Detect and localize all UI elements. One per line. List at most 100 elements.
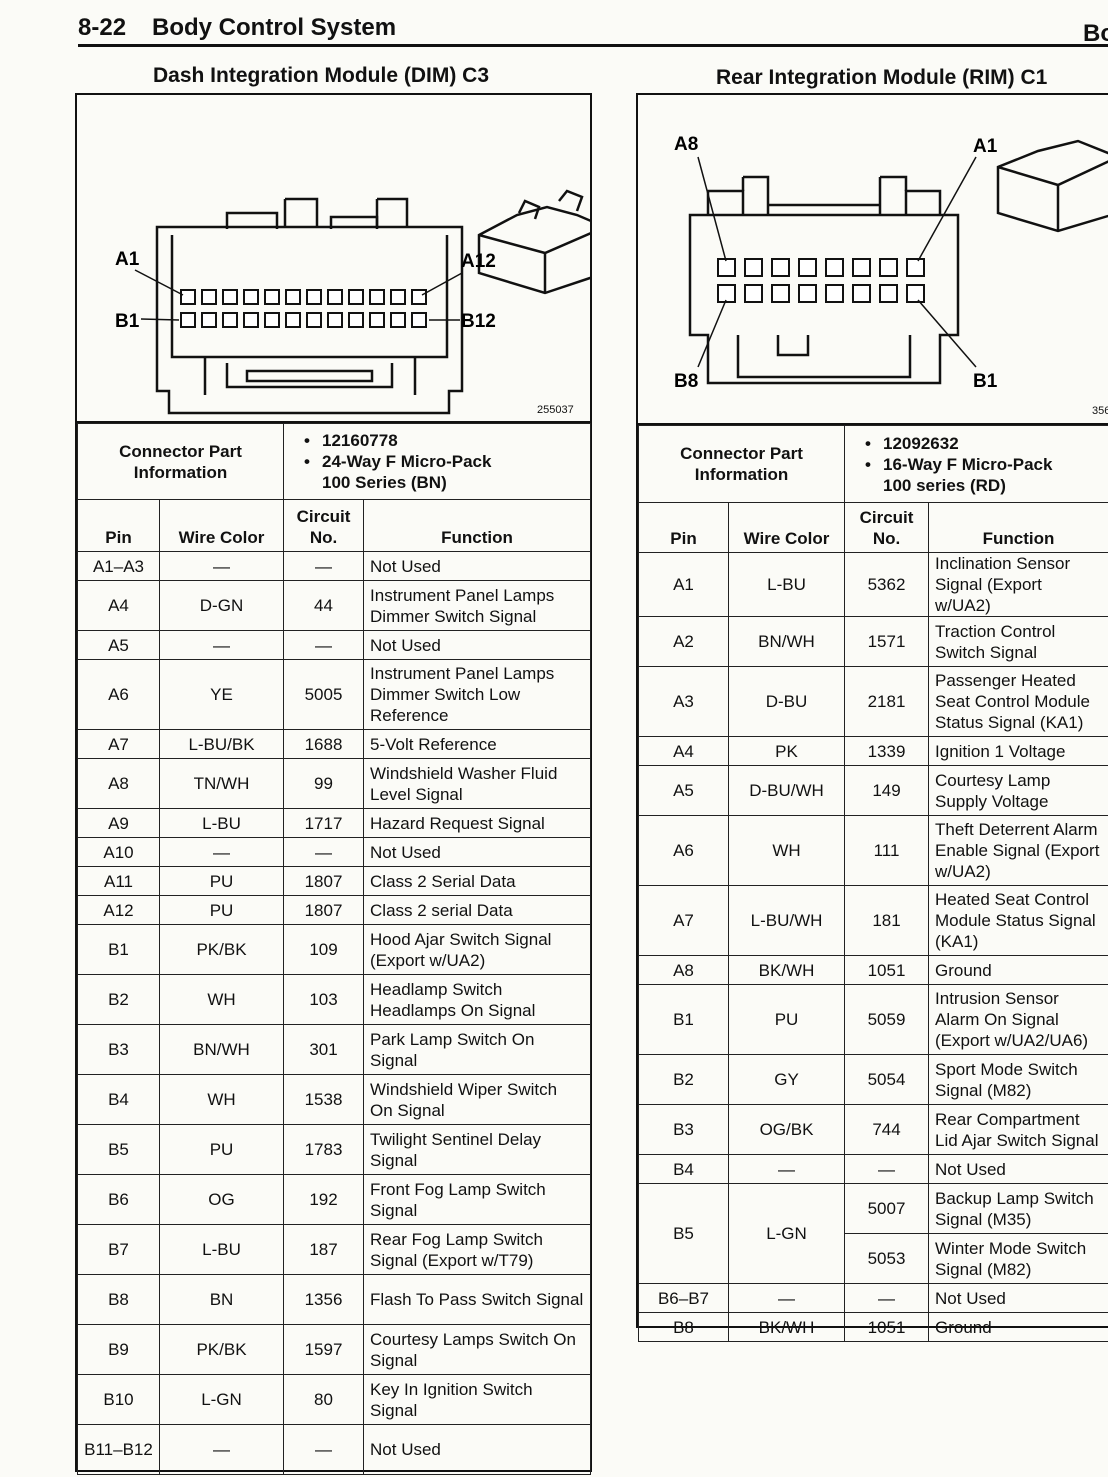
function-cell: Heated Seat Control Module Status Signal… — [928, 885, 1108, 956]
pin-cell: B7 — [77, 1224, 160, 1275]
circuit-cell: 1783 — [283, 1124, 365, 1175]
circuit-cell: 2181 — [844, 666, 930, 737]
wire-color-cell: L-BU/BK — [158, 729, 285, 759]
wire-color-cell: BK/WH — [727, 955, 846, 985]
dim-figure-number: 255037 — [537, 404, 574, 416]
function-cell: Courtesy Lamp Supply Voltage — [928, 765, 1108, 816]
function-cell: Hazard Request Signal — [363, 808, 592, 838]
function-cell: Not Used — [363, 837, 592, 867]
pin-cell: A10 — [77, 837, 160, 867]
wire-color-cell: WH — [158, 1074, 285, 1125]
rim-pin-label-b8: B8 — [674, 371, 698, 392]
pin-cell: B4 — [638, 1154, 729, 1184]
wire-color-cell: TN/WH — [158, 758, 285, 809]
rim-connector-drawing: A8 A1 B8 B1 — [674, 134, 1108, 392]
pin-cell: B1 — [638, 984, 729, 1055]
dim-connector-item: •24-Way F Micro-Pack — [304, 452, 492, 471]
wire-color-cell: PU — [158, 1124, 285, 1175]
wire-color-cell: OG — [158, 1174, 285, 1225]
page-number: 8-22 — [78, 14, 127, 41]
function-cell: Key In Ignition Switch Signal — [363, 1374, 592, 1425]
dim-connector-drawing: A1 A12 B1 B12 — [115, 189, 590, 415]
pin-cell: A1–A3 — [77, 551, 160, 581]
table-row: B11–B12——Not Used — [77, 1424, 592, 1475]
circuit-cell: 744 — [844, 1104, 930, 1155]
function-cell: 5-Volt Reference — [363, 729, 592, 759]
function-cell: Backup Lamp Switch Signal (M35) — [928, 1183, 1108, 1234]
table-row: B4——Not Used — [638, 1154, 1108, 1184]
rim-connector-item: •16-Way F Micro-Pack — [865, 454, 1053, 474]
pin-cell: B11–B12 — [77, 1424, 160, 1475]
rim-connector-item: •12092632 — [865, 433, 959, 453]
rim-connector-info: •12092632 •16-Way F Micro-Pack 100 serie… — [844, 425, 1108, 503]
function-cell: Park Lamp Switch On Signal — [363, 1024, 592, 1075]
wire-color-cell: PK — [727, 736, 846, 766]
rim-connector-figure: A8 A1 B8 B1 356 — [638, 95, 1108, 425]
circuit-cell: 5059 — [844, 984, 930, 1055]
function-cell: Windshield Washer Fluid Level Signal — [363, 758, 592, 809]
dim-pin-label-a12: A12 — [461, 251, 496, 272]
pin-cell: A3 — [638, 666, 729, 737]
wire-color-cell: — — [158, 630, 285, 660]
rim-col-circuit: Circuit No. — [844, 502, 930, 553]
function-cell: Sport Mode Switch Signal (M82) — [928, 1054, 1108, 1105]
dim-pin-label-b1: B1 — [115, 311, 140, 332]
table-row: A10——Not Used — [77, 837, 592, 867]
pin-cell: B2 — [77, 974, 160, 1025]
circuit-cell: — — [844, 1154, 930, 1184]
circuit-cell: 111 — [844, 815, 930, 886]
function-cell: Headlamp Switch Headlamps On Signal — [363, 974, 592, 1025]
function-cell: Traction Control Switch Signal — [928, 616, 1108, 667]
pin-cell: A7 — [638, 885, 729, 956]
function-cell: Twilight Sentinel Delay Signal — [363, 1124, 592, 1175]
header-rule — [78, 44, 1108, 47]
circuit-cell: 181 — [844, 885, 930, 956]
pin-cell: A1 — [638, 552, 729, 617]
pin-cell: B6–B7 — [638, 1283, 729, 1313]
dim-connector-item: •12160778 — [304, 431, 398, 450]
wire-color-cell: — — [158, 837, 285, 867]
dim-col-wire-color: Wire Color — [158, 499, 285, 552]
circuit-cell: 1688 — [283, 729, 365, 759]
pin-cell: B3 — [77, 1024, 160, 1075]
wire-color-cell: D-BU/WH — [727, 765, 846, 816]
function-cell: Instrument Panel Lamps Dimmer Switch Sig… — [363, 580, 592, 631]
circuit-cell: 5005 — [283, 659, 365, 730]
wire-color-cell: GY — [727, 1054, 846, 1105]
rim-section-title: Rear Integration Module (RIM) C1 — [716, 66, 1048, 89]
pin-cell: A4 — [77, 580, 160, 631]
wire-color-cell: L-GN — [158, 1374, 285, 1425]
wire-color-cell: WH — [727, 815, 846, 886]
wire-color-cell: BN/WH — [727, 616, 846, 667]
pin-cell: A8 — [638, 955, 729, 985]
wire-color-cell: PU — [727, 984, 846, 1055]
pin-cell: A9 — [77, 808, 160, 838]
circuit-cell: — — [283, 837, 365, 867]
dim-col-pin: Pin — [77, 499, 160, 552]
circuit-cell: 187 — [283, 1224, 365, 1275]
rim-col-function: Function — [928, 502, 1108, 553]
wire-color-cell: L-BU — [158, 1224, 285, 1275]
function-cell: Ground — [928, 1312, 1108, 1342]
circuit-cell: 80 — [283, 1374, 365, 1425]
wire-color-cell: — — [158, 1424, 285, 1475]
function-cell: Not Used — [363, 551, 592, 581]
circuit-cell: 1051 — [844, 1312, 930, 1342]
circuit-cell: 1571 — [844, 616, 930, 667]
table-row: A5——Not Used — [77, 630, 592, 660]
function-cell: Not Used — [363, 630, 592, 660]
page-edge-text: Bo — [1083, 20, 1108, 47]
